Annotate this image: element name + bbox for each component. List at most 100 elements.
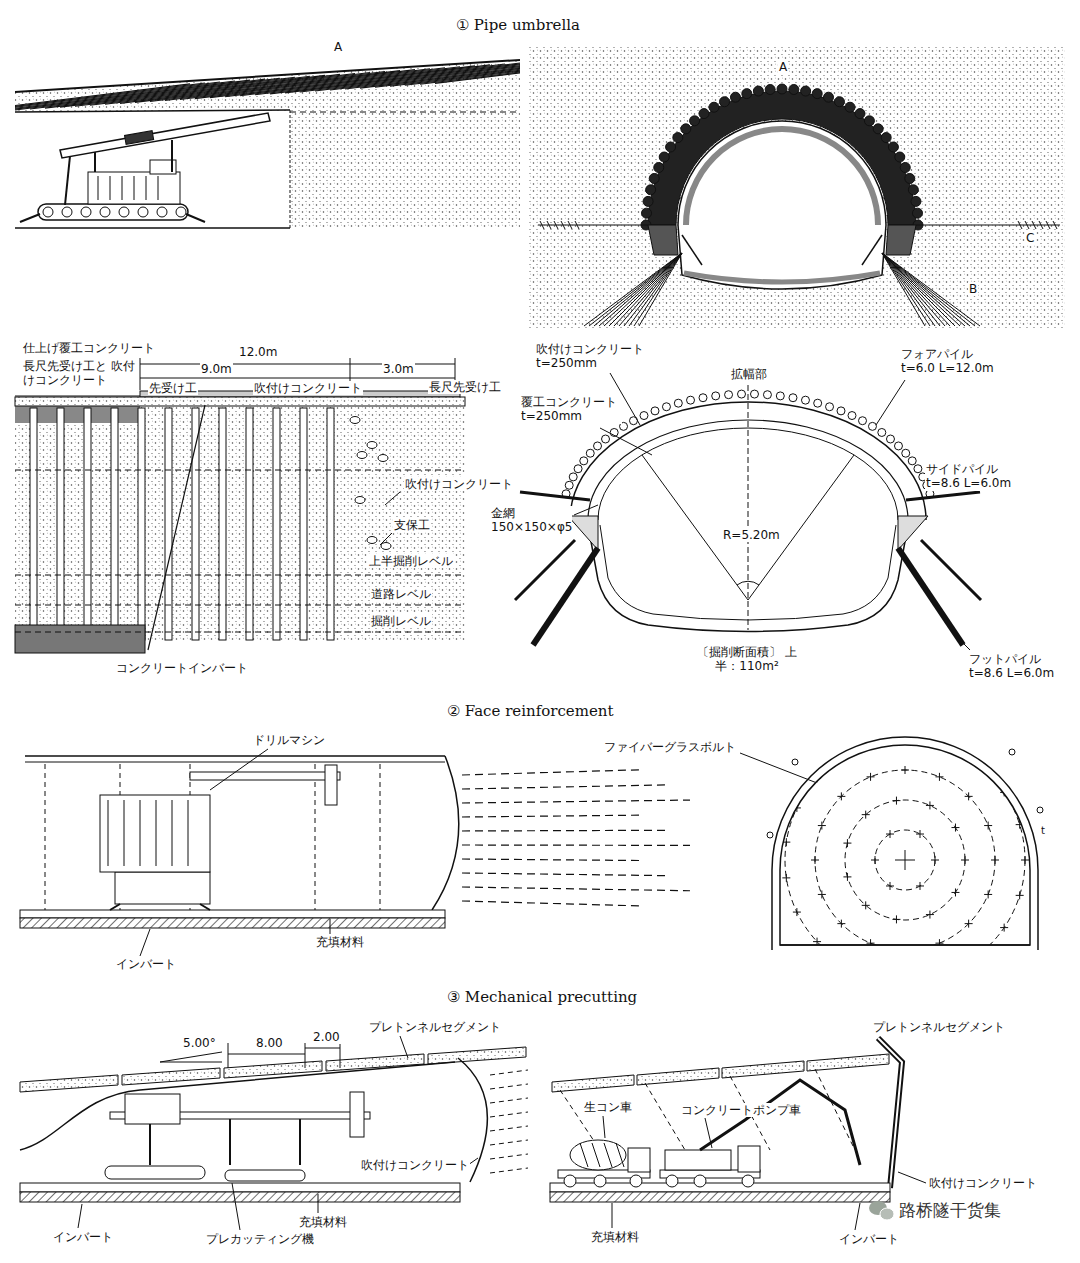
forepile bbox=[712, 392, 720, 400]
part-label: ドリルマシン bbox=[252, 733, 326, 747]
pipe-end bbox=[912, 208, 922, 218]
forepile bbox=[763, 391, 771, 399]
dimension-line bbox=[350, 378, 455, 379]
radius-arc bbox=[737, 581, 759, 585]
pipe-mark bbox=[767, 832, 773, 838]
body-detail bbox=[110, 176, 111, 200]
part-label: 覆工コンクリート t=250mm bbox=[520, 395, 622, 424]
bolt-mark bbox=[865, 811, 866, 819]
leader-line bbox=[603, 1116, 605, 1138]
leader-line bbox=[140, 929, 150, 956]
pebble bbox=[367, 537, 377, 544]
callout-letter: B bbox=[968, 282, 978, 296]
bolt-mark bbox=[1019, 821, 1020, 829]
bolt-mark bbox=[841, 963, 849, 964]
bolt-mark bbox=[910, 979, 918, 980]
bolt-mark bbox=[968, 792, 969, 800]
part-label: 長尺先受け工 bbox=[428, 380, 502, 394]
part-label: ファイバーグラスボルト bbox=[603, 740, 737, 754]
umbrella-pipe bbox=[405, 54, 520, 85]
bolt-pattern bbox=[782, 736, 1029, 983]
pipe-end bbox=[643, 196, 653, 206]
bolt-mark bbox=[905, 766, 906, 774]
bolt-mark bbox=[817, 774, 818, 782]
lining bbox=[686, 129, 878, 225]
precut-slot bbox=[490, 1098, 528, 1103]
footing-pipe bbox=[584, 253, 682, 326]
face-outline bbox=[780, 745, 1030, 945]
bolt-mark bbox=[901, 950, 909, 951]
forepile bbox=[868, 422, 876, 430]
bolt-mark bbox=[870, 773, 871, 781]
bolt-mark bbox=[910, 740, 918, 741]
pipe-end bbox=[666, 142, 676, 152]
part-label: プレトンネルセグメント bbox=[872, 1020, 1006, 1034]
pipe-end bbox=[834, 97, 844, 107]
pretunnel-segment bbox=[637, 1068, 719, 1085]
footing-pipe bbox=[882, 253, 935, 326]
fiberglass-bolt bbox=[462, 830, 665, 832]
steel-rib bbox=[380, 764, 381, 910]
footing-pipe bbox=[882, 253, 980, 326]
bolt-mark bbox=[939, 773, 940, 781]
callout-letter: A bbox=[778, 60, 788, 74]
pretunnel-segment bbox=[122, 1068, 220, 1085]
part-label: 吹付けコンクリート bbox=[360, 1158, 470, 1172]
forepile bbox=[914, 465, 922, 473]
dimension: 2.00 bbox=[312, 1030, 341, 1044]
rig-body bbox=[88, 172, 180, 204]
leader-line bbox=[385, 492, 400, 505]
lining-line bbox=[25, 762, 445, 763]
bolt-mark bbox=[935, 856, 936, 864]
leader-line bbox=[210, 749, 268, 790]
segment-line bbox=[645, 1083, 685, 1150]
wheel bbox=[694, 1175, 706, 1187]
track-wheel bbox=[119, 207, 129, 217]
bolt-mark bbox=[1025, 856, 1026, 864]
hatch-tick bbox=[540, 221, 544, 229]
forepile bbox=[651, 407, 659, 415]
drill-head bbox=[325, 765, 337, 805]
foot-pile bbox=[533, 548, 598, 645]
bolt-mark bbox=[913, 976, 914, 984]
bolt-mark bbox=[948, 744, 949, 752]
filling-material bbox=[20, 910, 445, 918]
dimension-tick bbox=[228, 1043, 229, 1068]
face-line bbox=[148, 405, 205, 650]
leader-line bbox=[574, 505, 598, 515]
pebble bbox=[367, 442, 377, 449]
body-detail bbox=[156, 800, 157, 866]
pipe-mark bbox=[1009, 749, 1015, 755]
cutting-head bbox=[350, 1092, 364, 1137]
bolt-mark bbox=[988, 822, 989, 830]
angle-line bbox=[160, 1052, 222, 1062]
pipe-end bbox=[742, 89, 752, 99]
leader-line bbox=[600, 428, 652, 455]
dimension: 12.0m bbox=[238, 345, 278, 359]
bolt-mark bbox=[875, 856, 876, 864]
lining-line bbox=[25, 755, 445, 757]
longitudinal-detail bbox=[15, 358, 465, 653]
pipe-end bbox=[900, 163, 910, 173]
bolt-mark bbox=[979, 950, 980, 958]
forepile bbox=[776, 392, 784, 400]
strut bbox=[862, 235, 882, 265]
drum-stripe bbox=[580, 1143, 588, 1167]
pipe-end bbox=[881, 133, 891, 143]
forepile bbox=[574, 465, 582, 473]
footing-wedge bbox=[568, 516, 598, 550]
bolt-mark bbox=[845, 960, 846, 968]
bolt-mark bbox=[955, 888, 956, 896]
mast-support bbox=[94, 152, 96, 172]
segment-line bbox=[815, 1069, 855, 1150]
pipe-end bbox=[845, 102, 855, 112]
track-wheel bbox=[81, 207, 91, 217]
pipe-mark bbox=[792, 759, 798, 765]
forepile bbox=[687, 396, 695, 404]
footing-wedge bbox=[898, 516, 928, 550]
mixer-drum bbox=[570, 1140, 626, 1170]
precut-slot bbox=[490, 1070, 528, 1075]
pebble bbox=[378, 455, 388, 462]
fiberglass-bolt bbox=[462, 770, 640, 775]
